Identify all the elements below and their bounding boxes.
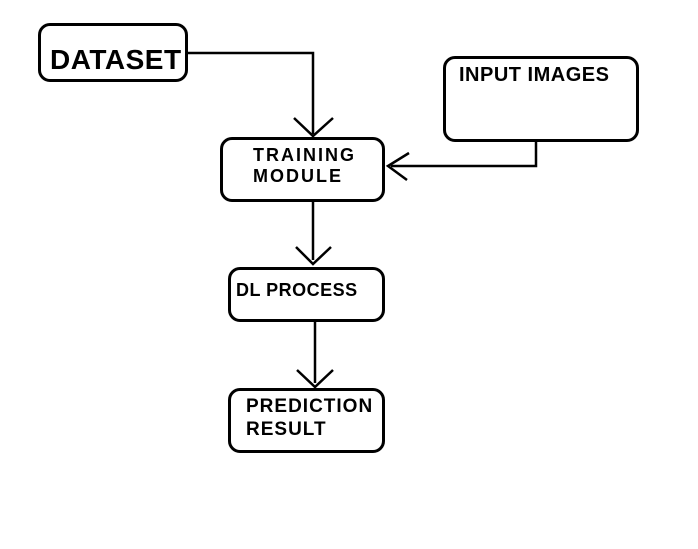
node-input-images-label: INPUT IMAGES — [459, 64, 610, 86]
node-input-images: INPUT IMAGES — [443, 56, 639, 142]
node-prediction-result-label-line2: RESULT — [246, 419, 327, 440]
node-dataset-label: DATASET — [50, 44, 182, 75]
arrow-dataset-to-training-module — [188, 51, 334, 138]
node-dataset: DATASET — [38, 23, 188, 82]
node-dl-process: DL PROCESS — [228, 267, 385, 322]
arrow-training-module-to-dl-process — [295, 202, 332, 266]
arrow-input-images-to-training-module — [385, 142, 538, 182]
node-training-module: TRAINING MODULE — [220, 137, 385, 202]
node-prediction-result-label-line1: PREDICTION — [246, 396, 374, 417]
arrow-dl-process-to-prediction-result — [296, 322, 334, 389]
node-dl-process-label: DL PROCESS — [236, 280, 358, 300]
node-prediction-result: PREDICTION RESULT — [228, 388, 385, 453]
node-training-module-label-line2: MODULE — [253, 165, 343, 186]
node-training-module-label-line1: TRAINING — [253, 144, 356, 165]
